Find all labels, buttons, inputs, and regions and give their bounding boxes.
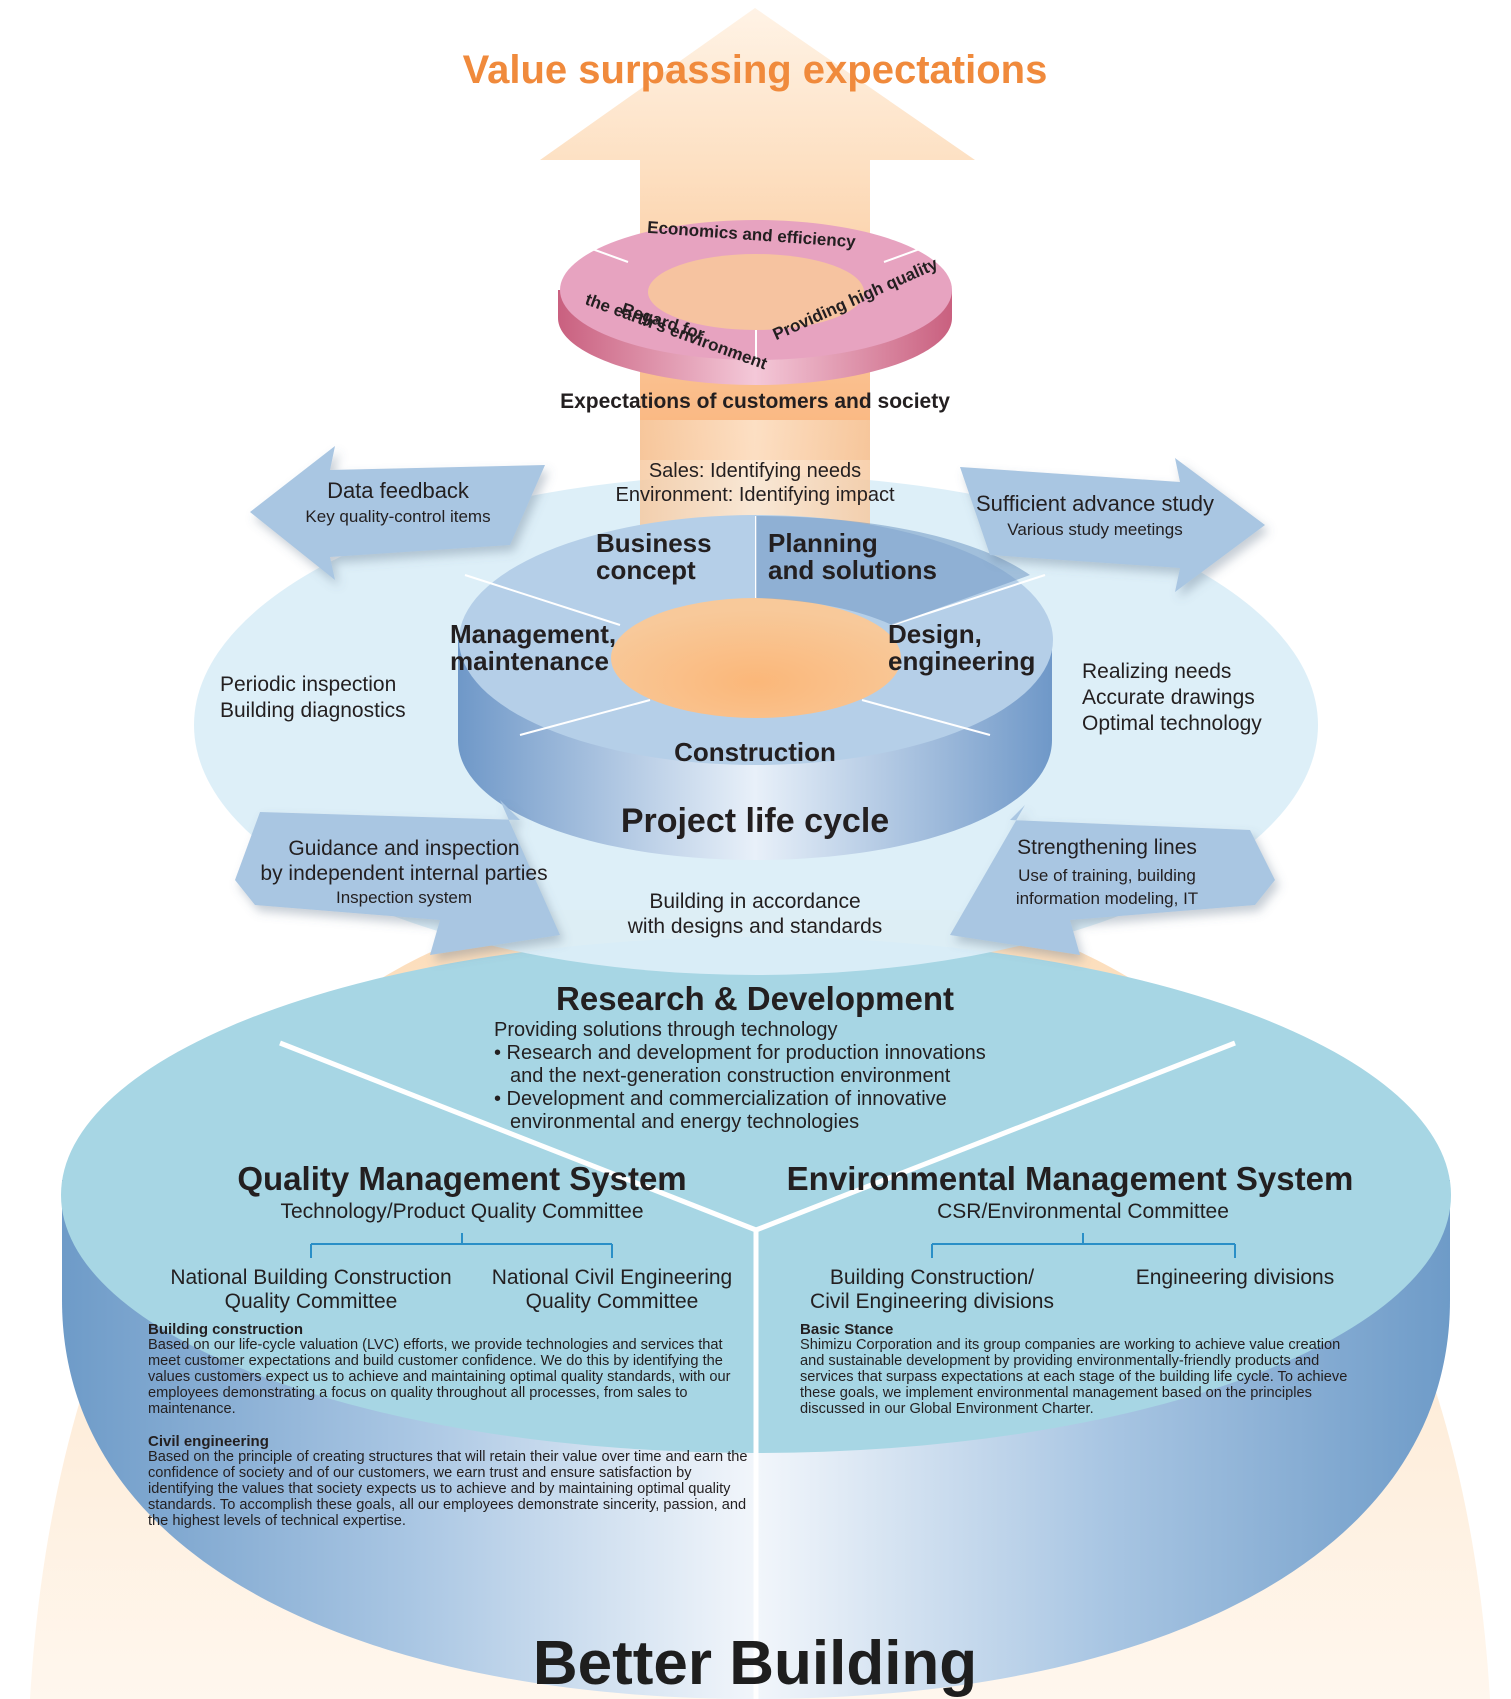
data-feedback-sub: Key quality-control items bbox=[305, 507, 491, 526]
rnd-title: Research & Development bbox=[556, 980, 954, 1017]
lifecycle-bottom-note: Building in accordance with designs and … bbox=[627, 890, 883, 938]
guidance-title: Guidance and inspection by independent i… bbox=[260, 837, 548, 885]
segment-design-engineering: Design, engineering bbox=[888, 619, 1036, 676]
segment-construction: Construction bbox=[674, 737, 836, 767]
lifecycle-right-note: Realizing needs Accurate drawings Optima… bbox=[1082, 660, 1262, 735]
data-feedback-title: Data feedback bbox=[327, 478, 469, 503]
strengthening-sub: Use of training, building information mo… bbox=[1015, 866, 1199, 908]
qms-building-text: Based on our life-cycle valuation (LVC) … bbox=[148, 1337, 731, 1417]
qms-building-heading: Building construction bbox=[148, 1321, 303, 1338]
qms-sub-civil: National Civil Engineering Quality Commi… bbox=[491, 1266, 733, 1313]
lifecycle-title: Project life cycle bbox=[620, 802, 890, 840]
ems-basic-stance-heading: Basic Stance bbox=[800, 1321, 894, 1338]
ems-sub-divisions: Building Construction/ Civil Engineering… bbox=[810, 1266, 1054, 1313]
ems-title: Environmental Management System bbox=[786, 1160, 1354, 1197]
segment-planning-solutions: Planning and solutions bbox=[768, 528, 937, 585]
rnd-line: Providing solutions through technology bbox=[494, 1019, 838, 1041]
advance-study-sub: Various study meetings bbox=[1007, 520, 1183, 539]
ems-sub-engineering: Engineering divisions bbox=[1135, 1266, 1335, 1289]
rnd-line: environmental and energy technologies bbox=[510, 1111, 860, 1133]
ring-caption: Expectations of customers and society bbox=[560, 390, 950, 413]
guidance-sub: Inspection system bbox=[335, 888, 473, 907]
rnd-line: and the next-generation construction env… bbox=[510, 1065, 951, 1087]
rnd-line: • Research and development for productio… bbox=[494, 1042, 986, 1064]
qms-civil-text: Based on the principle of creating struc… bbox=[148, 1449, 748, 1529]
lifecycle-top-note: Sales: Identifying needs Environment: Id… bbox=[615, 460, 895, 506]
qms-sub-building: National Building Construction Quality C… bbox=[170, 1266, 452, 1313]
segment-management-maintenance: Management, maintenance bbox=[450, 619, 617, 676]
rnd-line: • Development and commercialization of i… bbox=[494, 1088, 947, 1110]
qms-civil-heading: Civil engineering bbox=[148, 1433, 269, 1450]
advance-study-title: Sufficient advance study bbox=[975, 491, 1215, 516]
strengthening-title: Strengthening lines bbox=[1017, 836, 1197, 859]
qms-title: Quality Management System bbox=[237, 1160, 687, 1197]
main-title: Value surpassing expectations bbox=[462, 48, 1048, 92]
footer-better-building: Better Building bbox=[532, 1629, 978, 1698]
ems-committee: CSR/Environmental Committee bbox=[937, 1200, 1229, 1223]
ems-basic-stance-text: Shimizu Corporation and its group compan… bbox=[800, 1337, 1348, 1417]
qms-committee: Technology/Product Quality Committee bbox=[280, 1200, 644, 1223]
lifecycle-left-note: Periodic inspection Building diagnostics bbox=[220, 673, 406, 722]
segment-business-concept: Business concept bbox=[596, 528, 712, 585]
